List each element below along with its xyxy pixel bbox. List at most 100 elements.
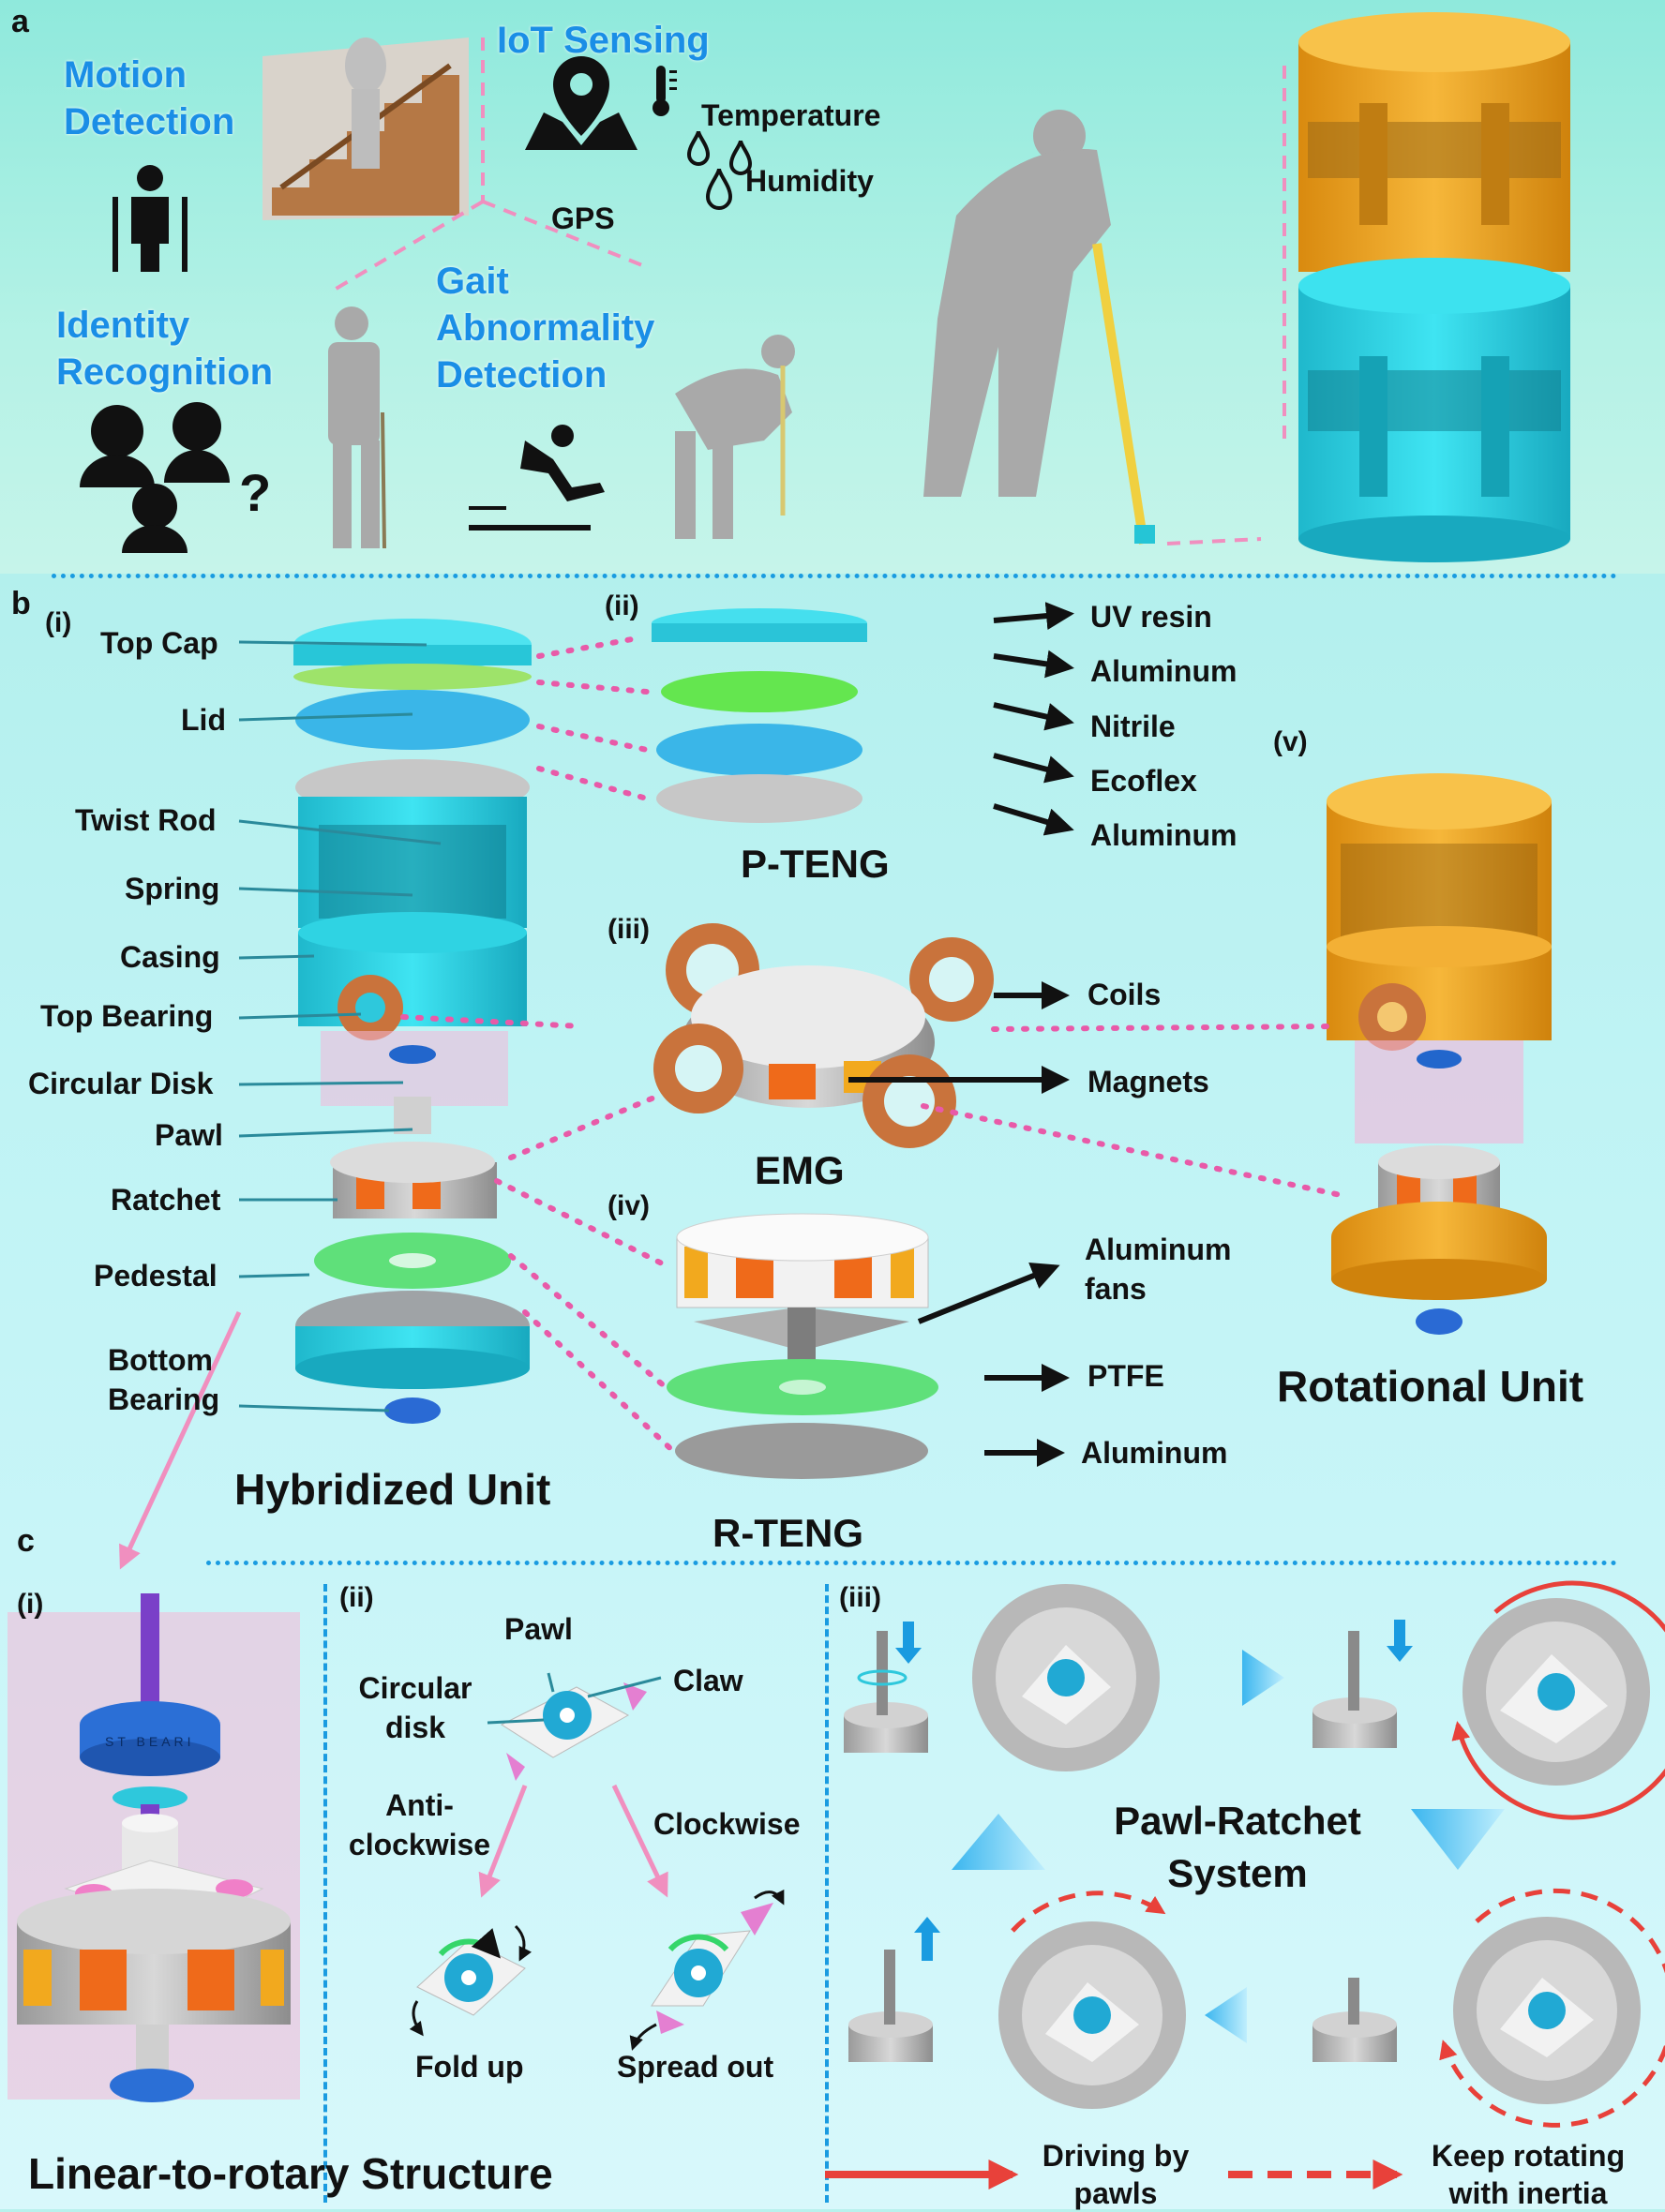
panel-b-iii: (iii) <box>608 914 650 945</box>
pink-arrow-to-c <box>119 1310 242 1570</box>
pteng-layer-uv-resin: UV resin <box>1090 600 1212 634</box>
clockwise-label: Clockwise <box>653 1807 801 1841</box>
pink-dotted-connectors-b <box>400 635 1343 1456</box>
emg-render <box>653 923 994 1148</box>
pteng-layers <box>652 608 867 823</box>
temperature-label: Temperature <box>701 98 881 132</box>
iot-sensing-label: IoT Sensing <box>497 20 710 61</box>
bearing-print: ST BEARI <box>105 1734 195 1749</box>
thermometer-icon <box>652 66 677 116</box>
part-twist-rod: Twist Rod <box>75 803 217 837</box>
claw-label: Claw <box>673 1664 743 1697</box>
ratchet-top-3 <box>998 1891 1186 2109</box>
pteng-layer-nitrile: Nitrile <box>1090 710 1176 743</box>
humidity-label: Humidity <box>745 164 874 198</box>
divider-bc <box>206 1561 1617 1565</box>
elderly-figures <box>328 110 1155 549</box>
panel-b-v: (v) <box>1273 726 1308 757</box>
legend-driving-label: Driving by pawls <box>1042 2139 1190 2210</box>
staircase-scene <box>262 37 469 220</box>
ratchet-side-4 <box>1312 1978 1397 2062</box>
hybrid-stack-render <box>293 619 532 1424</box>
panel-b-letter: b <box>11 586 31 621</box>
part-casing: Casing <box>120 940 220 974</box>
part-spring: Spring <box>125 872 220 905</box>
fold-up-diagram <box>409 1924 532 2037</box>
motion-detection-label: Motion Detection <box>64 54 235 142</box>
emg-magnets-label: Magnets <box>1088 1065 1209 1099</box>
pteng-layer-aluminum-2: Aluminum <box>1090 818 1238 852</box>
pteng-layer-aluminum-1: Aluminum <box>1090 654 1238 688</box>
crutch-person-icon <box>112 165 188 272</box>
pawl-label: Pawl <box>504 1612 573 1646</box>
rteng-ptfe-label: PTFE <box>1088 1359 1164 1393</box>
divider-c-ii-iii <box>825 1584 829 2203</box>
panel-c-letter: c <box>17 1523 35 1559</box>
ratchet-side-2 <box>1312 1631 1397 1748</box>
panel-c-i: (i) <box>17 1589 44 1620</box>
slip-fall-icon <box>469 425 605 531</box>
emg-coils-label: Coils <box>1088 978 1162 1011</box>
ratchet-side-1 <box>844 1631 928 1753</box>
part-lid: Lid <box>181 703 226 737</box>
ratchet-top-2 <box>1451 1580 1665 1820</box>
part-circular-disk: Circular Disk <box>28 1067 214 1100</box>
identity-faces-icon: ? <box>80 402 271 553</box>
rteng-title: R-TENG <box>712 1511 863 1555</box>
emg-title: EMG <box>755 1148 845 1192</box>
panel-b-i: (i) <box>45 607 72 638</box>
spread-out-label: Spread out <box>617 2050 774 2084</box>
anticlockwise-label: Anti-clockwise <box>348 1788 491 1861</box>
ratchet-side-3 <box>848 1950 933 2062</box>
pteng-title: P-TENG <box>741 842 890 886</box>
cycle-triangle-up <box>952 1814 1045 1870</box>
divider-ab <box>52 574 1617 578</box>
panel-c-ii: (ii) <box>339 1582 374 1613</box>
spread-out-diagram <box>629 1889 785 2051</box>
part-ratchet: Ratchet <box>111 1183 221 1217</box>
divider-c-i-ii <box>323 1584 327 2203</box>
panel-b-ii: (ii) <box>605 590 639 621</box>
part-top-bearing: Top Bearing <box>40 999 214 1033</box>
pteng-layer-ecoflex: Ecoflex <box>1090 764 1197 798</box>
rotational-unit-render-a <box>1298 12 1570 562</box>
gps-icon <box>525 56 638 150</box>
hybridized-unit-title: Hybridized Unit <box>234 1465 551 1514</box>
part-leader-lines <box>238 640 442 1412</box>
gps-label: GPS <box>551 202 615 235</box>
pawl-ratchet-cycle <box>844 1580 1665 2128</box>
pawl-ratchet-system-title: Pawl-Ratchet System <box>1114 1799 1361 1895</box>
rotational-unit-title: Rotational Unit <box>1277 1362 1584 1411</box>
rteng-render <box>667 1213 938 1479</box>
pawl-diagram <box>487 1672 662 1781</box>
fold-up-label: Fold up <box>415 2050 524 2084</box>
legend-inertia-label: Keep rotating with inertia <box>1431 2139 1626 2210</box>
ratchet-top-1 <box>972 1584 1160 1771</box>
part-pawl: Pawl <box>155 1118 223 1152</box>
panel-a-letter: a <box>11 4 29 39</box>
rteng-aluminum-label: Aluminum <box>1081 1436 1228 1470</box>
rotational-unit-render-b <box>1327 773 1552 1335</box>
rotation-direction-arrows <box>478 1784 668 1898</box>
svg-text:?: ? <box>239 463 271 522</box>
ratchet-top-4 <box>1439 1888 1665 2128</box>
identity-recognition-label: Identity Recognition <box>56 305 274 393</box>
part-top-cap: Top Cap <box>100 626 218 660</box>
part-bottom-bearing: Bottom Bearing <box>108 1343 220 1416</box>
rteng-arrows <box>917 1262 1070 1467</box>
droplets-icon <box>686 130 753 210</box>
pink-dashed-connectors-a <box>331 37 1286 546</box>
part-pedestal: Pedestal <box>94 1259 218 1293</box>
cycle-triangle-right <box>1242 1650 1284 1706</box>
linear-to-rotary-render <box>8 1593 300 2102</box>
gait-abnormality-label: Gait Abnormality Detection <box>436 261 655 396</box>
rteng-aluminum-fans-label: Aluminum fans <box>1085 1233 1232 1306</box>
panel-c-iii: (iii) <box>839 1582 881 1613</box>
circular-disk-label: Circular disk <box>358 1671 472 1744</box>
cycle-triangle-down <box>1411 1809 1505 1870</box>
pteng-arrows <box>993 602 1074 836</box>
emg-arrows <box>848 981 1070 1094</box>
panel-b-iv: (iv) <box>608 1190 650 1221</box>
cycle-triangle-left <box>1205 1987 1247 2043</box>
